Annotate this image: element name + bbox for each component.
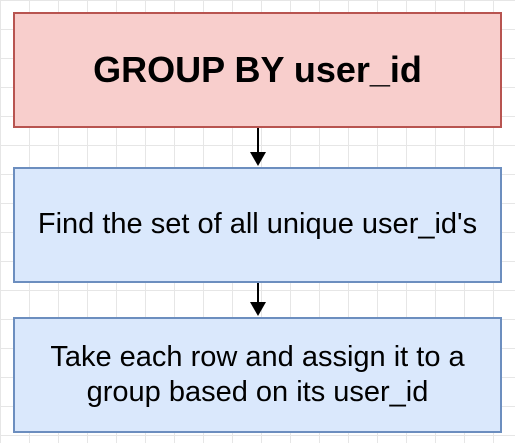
arrow-group-by-to-find-unique [250, 128, 266, 166]
arrow-find-unique-to-assign-group [250, 283, 266, 316]
arrow-head-icon [250, 152, 266, 166]
arrow-head-icon [250, 302, 266, 316]
step-assign-group-label: Take each row and assign it to a group b… [50, 340, 465, 408]
step-group-by-box[interactable]: GROUP BY user_id [13, 12, 502, 128]
step-find-unique-label: Find the set of all unique user_id's [37, 208, 478, 241]
step-find-unique-box[interactable]: Find the set of all unique user_id's [13, 167, 502, 283]
step-assign-group-box[interactable]: Take each row and assign it to a group b… [13, 317, 502, 433]
step-group-by-label: GROUP BY user_id [93, 49, 422, 91]
